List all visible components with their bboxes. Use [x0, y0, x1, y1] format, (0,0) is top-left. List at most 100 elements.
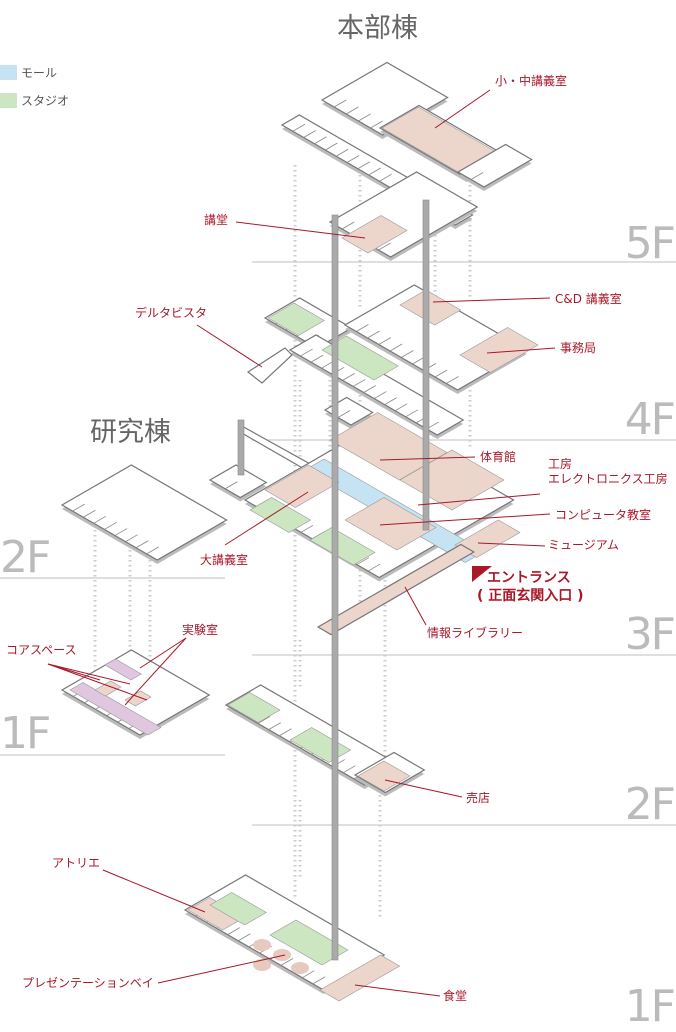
- label-computer-room: コンピュータ教室: [555, 508, 652, 522]
- room-divider: [104, 522, 117, 530]
- room-divider: [125, 534, 138, 543]
- 5f-courtyard-wing: [320, 61, 449, 136]
- 4f-studio-west: [267, 302, 325, 336]
- 1f-studio-west: [209, 892, 267, 926]
- room-divider: [337, 410, 351, 418]
- room-divider: [135, 540, 149, 549]
- room-divider: [370, 120, 383, 129]
- legend-label: スタジオ: [21, 94, 70, 108]
- room-divider: [346, 155, 360, 163]
- room-divider: [280, 958, 294, 966]
- label-cd-lecture: C&D 講義室: [555, 292, 622, 306]
- room-divider: [321, 360, 334, 369]
- room-divider: [401, 350, 414, 358]
- library-room: [316, 543, 476, 636]
- label-small-lecture: 小・中講義室: [495, 74, 568, 88]
- floor-label-4f: 4F: [624, 394, 676, 445]
- room-divider: [343, 765, 356, 774]
- room-divider: [434, 369, 448, 378]
- label-gym: 体育館: [480, 450, 517, 464]
- computer-room: [344, 497, 437, 551]
- room-divider: [310, 354, 324, 363]
- label-entrance-sub: ( 正面玄関入口 ): [477, 588, 584, 604]
- label-workshop: 工房: [548, 457, 573, 471]
- room-divider: [312, 976, 326, 985]
- room-divider: [346, 106, 359, 115]
- room-divider: [342, 373, 355, 381]
- room-divider: [368, 167, 381, 176]
- room-divider: [405, 409, 418, 418]
- gym-room: [329, 412, 448, 481]
- room-divider: [373, 391, 387, 399]
- floor-label-2f: 2F: [624, 779, 676, 830]
- room-divider: [412, 356, 425, 365]
- room-divider: [257, 716, 271, 724]
- legend-item-studio: スタジオ: [0, 92, 69, 109]
- room-divider: [325, 142, 338, 151]
- cafeteria-room: [319, 954, 401, 1002]
- core-space-upper: [104, 658, 142, 681]
- shop-room: [357, 760, 411, 792]
- 3f-studio-center: [309, 527, 376, 566]
- presentation-bay-seat: [273, 949, 291, 961]
- room-divider: [114, 528, 128, 536]
- presentation-bay-seat: [291, 962, 309, 974]
- room-divider: [72, 503, 85, 512]
- research-bridge: [239, 423, 314, 471]
- legend-item-mall: モール: [0, 64, 57, 81]
- room-divider: [300, 348, 313, 357]
- room-divider: [238, 933, 251, 942]
- room-divider: [292, 123, 306, 132]
- label-library: 情報ライブラリー: [427, 626, 524, 640]
- room-divider: [389, 343, 403, 352]
- room-divider: [224, 481, 238, 490]
- office-room: [459, 327, 539, 373]
- room-divider: [367, 563, 381, 572]
- label-entrance: エントランス: [487, 570, 571, 586]
- entrance-arrow-icon: [472, 566, 492, 582]
- 3f-studio-west: [249, 497, 312, 533]
- core-space-corridor: [69, 682, 162, 736]
- mall-swatch: [0, 65, 17, 80]
- label-large-lecture: 大講義室: [200, 553, 249, 567]
- floor-label-1f: 1F: [624, 981, 676, 1032]
- room-divider: [394, 403, 408, 412]
- main-building-title: 本部棟: [337, 13, 418, 44]
- label-electronics-workshop: エレクトロニクス工房: [548, 472, 668, 486]
- label-atelier: アトリエ: [52, 856, 101, 870]
- 2f-studio-west: [227, 692, 281, 723]
- room-divider: [357, 161, 371, 170]
- label-cafeteria: 食堂: [443, 989, 468, 1003]
- research-floor-label-1f: 1F: [0, 708, 51, 759]
- room-divider: [378, 337, 392, 345]
- studio-swatch: [0, 93, 17, 108]
- room-divider: [378, 242, 391, 251]
- room-divider: [335, 148, 349, 157]
- room-divider: [446, 376, 459, 384]
- label-lab: 実験室: [182, 623, 219, 637]
- room-divider: [379, 173, 392, 182]
- room-divider: [268, 722, 281, 730]
- room-divider: [333, 99, 347, 108]
- room-divider: [279, 728, 292, 737]
- label-delta-vista: デルタビスタ: [135, 306, 208, 320]
- research-2f-annex: [208, 464, 268, 499]
- room-divider: [352, 379, 366, 387]
- research-floor-label-2f: 2F: [0, 532, 51, 583]
- room-divider: [384, 397, 397, 405]
- room-divider: [356, 557, 370, 565]
- room-divider: [93, 515, 107, 524]
- room-divider: [356, 324, 369, 332]
- floor-label-5f: 5F: [624, 218, 676, 269]
- elevator-shaft: [422, 199, 430, 531]
- room-divider: [303, 130, 316, 138]
- large-lecture-room: [264, 464, 340, 508]
- room-divider: [367, 330, 380, 339]
- label-shop: 売店: [466, 791, 491, 805]
- label-auditorium: 講堂: [204, 213, 229, 227]
- room-divider: [363, 385, 376, 393]
- room-divider: [470, 172, 484, 180]
- presentation-bay-seat: [253, 959, 271, 971]
- auditorium-room: [341, 215, 408, 254]
